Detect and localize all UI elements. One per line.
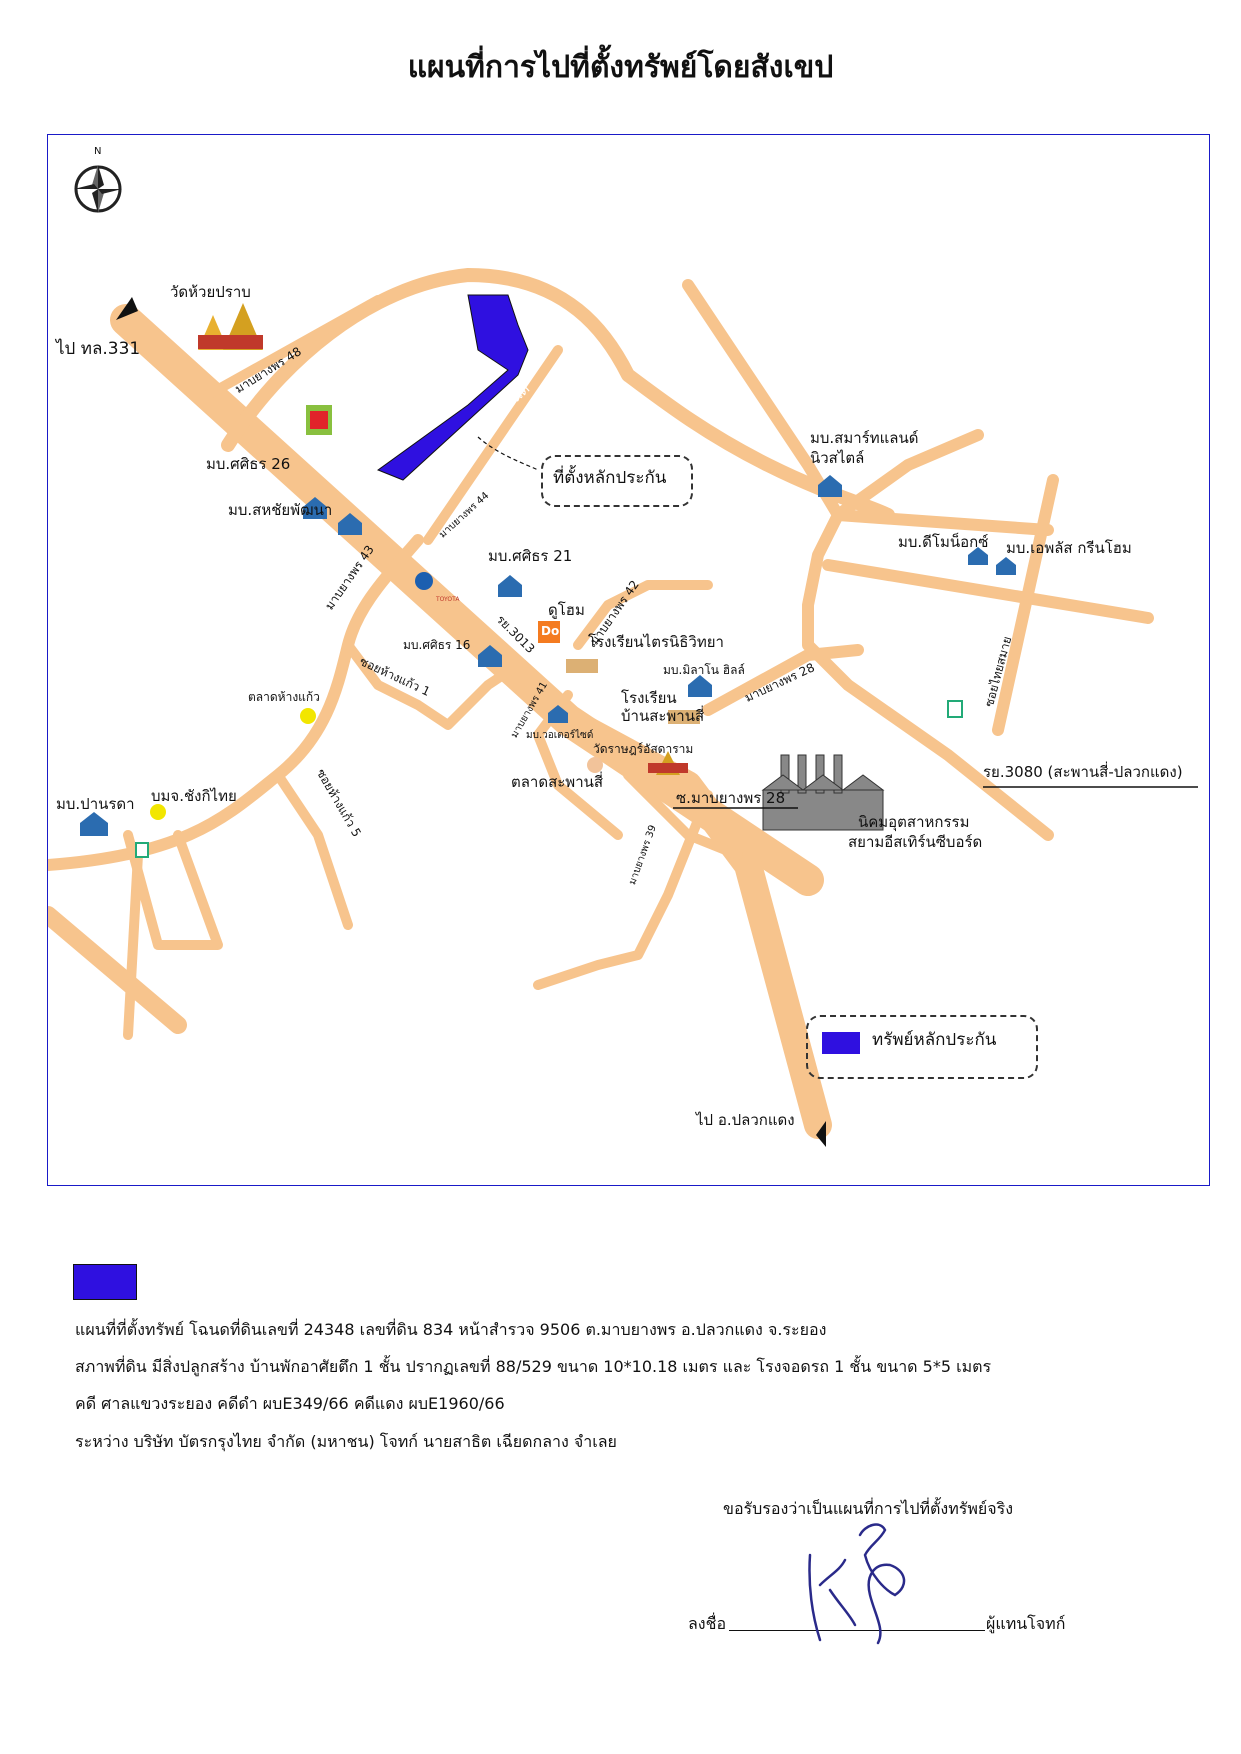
market-saphan-icon [587,757,603,773]
label-hangkaew-market: ตลาดห้างแก้ว [248,690,320,704]
highway-3013-road [554,706,832,1139]
road-39 [533,790,713,990]
label-aplus: มบ.เอพลัส กรีนโฮม [1006,539,1132,557]
house-icon [818,475,842,497]
label-saphan-market: ตลาดสะพานสี่ [511,773,604,791]
south-road [623,770,743,860]
label-smartland-newstyle: มบ.สมาร์ทแลนด์ [810,429,919,447]
ne-road-4 [822,559,1154,624]
road-42 [573,580,713,650]
label-school-trinit: โรงเรียนไตรนิธิวิทยา [588,633,724,651]
house-icon [478,645,502,667]
house-icon [338,513,362,535]
label-milano: มบ.มิลาโน ฮิลล์ [663,663,745,677]
label-waterside: มบ.วอเตอร์ไซด์ [526,730,594,741]
soi-hangkaew5 [273,770,353,930]
road-48 [203,295,383,400]
factory-icon [761,754,885,831]
house-icon [548,705,568,723]
house-icon [968,547,988,565]
label-school-saphan: โรงเรียน [621,689,677,707]
ptt-icon [415,572,433,590]
seven-eleven-icon [947,700,963,718]
signature-line [729,1630,985,1631]
house-icon [688,675,712,697]
ne-road-3 [832,509,1054,536]
west-road [123,830,223,950]
arrow-south-icon [816,1121,826,1147]
road-43 [48,534,424,871]
house-icon [80,812,108,836]
school-icon [566,659,598,673]
compass-label: N [94,146,102,157]
label-sahachai: มบ.สหชัยพัฒนา [228,501,333,519]
label-sasithorn16: มบ.ศศิธร 16 [403,638,471,652]
market-pannarada-icon [150,804,166,820]
map-frame: N ไป ทล.331 วัดห้วยปราบ มาบยางพร 48 มาบย… [47,134,1210,1186]
label-industrial-2: สยามอีสเทิร์นซีบอร์ด [848,833,983,851]
dohome-logo-label: Do [541,624,560,638]
page-title: แผนที่การไปที่ตั้งทรัพย์โดยสังเขป [407,50,834,85]
label-rn3080: รย.3080 (สะพานสี่-ปลวกแดง) [983,763,1183,781]
certify-text: ขอรับรองว่าเป็นแผนที่การไปที่ตั้งทรัพย์จ… [723,1499,1014,1518]
market-hangkaew-icon [300,708,316,724]
label-collateral-location: ที่ตั้งหลักประกัน [553,468,667,488]
label-sasithorn21: มบ.ศศิธร 21 [488,547,573,565]
info-line-2: สภาพที่ดิน มีสิ่งปลูกสร้าง บ้านพักอาศัยต… [75,1357,992,1376]
road-network [48,165,1198,1147]
legend-swatch [822,1032,860,1054]
compass-icon [74,165,122,213]
school-icon [668,710,700,724]
label-dimonoc: มบ.ดีโมน็อกซ์ [898,533,989,551]
handwritten-signature [808,1523,906,1645]
collateral-location-box [541,455,693,507]
house-icon [303,497,327,519]
collateral-polygon [376,294,529,481]
label-soi-28: ซ.มาบยางพร 28 [676,789,786,807]
label-sasithorn26: มบ.ศศิธร 26 [206,455,291,473]
house-icon [498,575,522,597]
label-wat-huai: วัดห้วยปราบ [170,283,251,301]
info-line-3: คดี ศาลแขวงระยอง คดีดำ ผบE349/66 คดีแดง … [75,1394,505,1413]
house-icon [996,557,1016,575]
sign-role: ผู้แทนโจทก์ [986,1614,1066,1633]
label-to-331: ไป ทล.331 [56,339,141,359]
legend-box [806,1015,1038,1079]
sign-label: ลงชื่อ [688,1614,727,1633]
bigc-logo-label: Big C [307,437,326,445]
dohome-logo-icon [538,621,560,643]
info-line-1: แผนที่ที่ตั้งทรัพย์ โฉนดที่ดินเลขที่ 243… [75,1320,827,1339]
toyota-logo-label: TOYOTA [436,596,460,603]
arrow-west-icon [116,297,138,320]
road-28 [702,644,864,716]
label-pannarada: มบ.ปานรดา [56,795,135,813]
sw-road [48,906,187,1034]
info-line-4: ระหว่าง บริษัท บัตรกรุงไทย จำกัด (มหาชน)… [75,1432,617,1451]
label-industrial: นิคมอุตสาหกรรม [858,813,970,831]
soi-hangkaew1 [343,640,523,730]
west-road-2 [123,850,143,1040]
seven-eleven-icon [135,842,149,858]
label-wat-rat: วัดราษฎร์อัสดาราม [593,742,694,756]
ne-road-1 [682,279,1054,841]
label-smartland-newstyle-2: นิวสไตล์ [810,449,865,467]
ne-road-2 [832,429,984,521]
label-changkithai: บมจ.ชังกิไทย [151,787,237,805]
label-school-saphan-2: บ้านสะพานสี่ [621,707,705,725]
label-to-pluak: ไป อ.ปลวกแดง [696,1111,795,1129]
legend-label: ทรัพย์หลักประกัน [872,1030,997,1050]
road-44 [423,345,563,545]
label-dohome: ดูโฮม [548,601,585,619]
thaisamai-road [992,474,1059,736]
legend-swatch-large [73,1264,137,1300]
